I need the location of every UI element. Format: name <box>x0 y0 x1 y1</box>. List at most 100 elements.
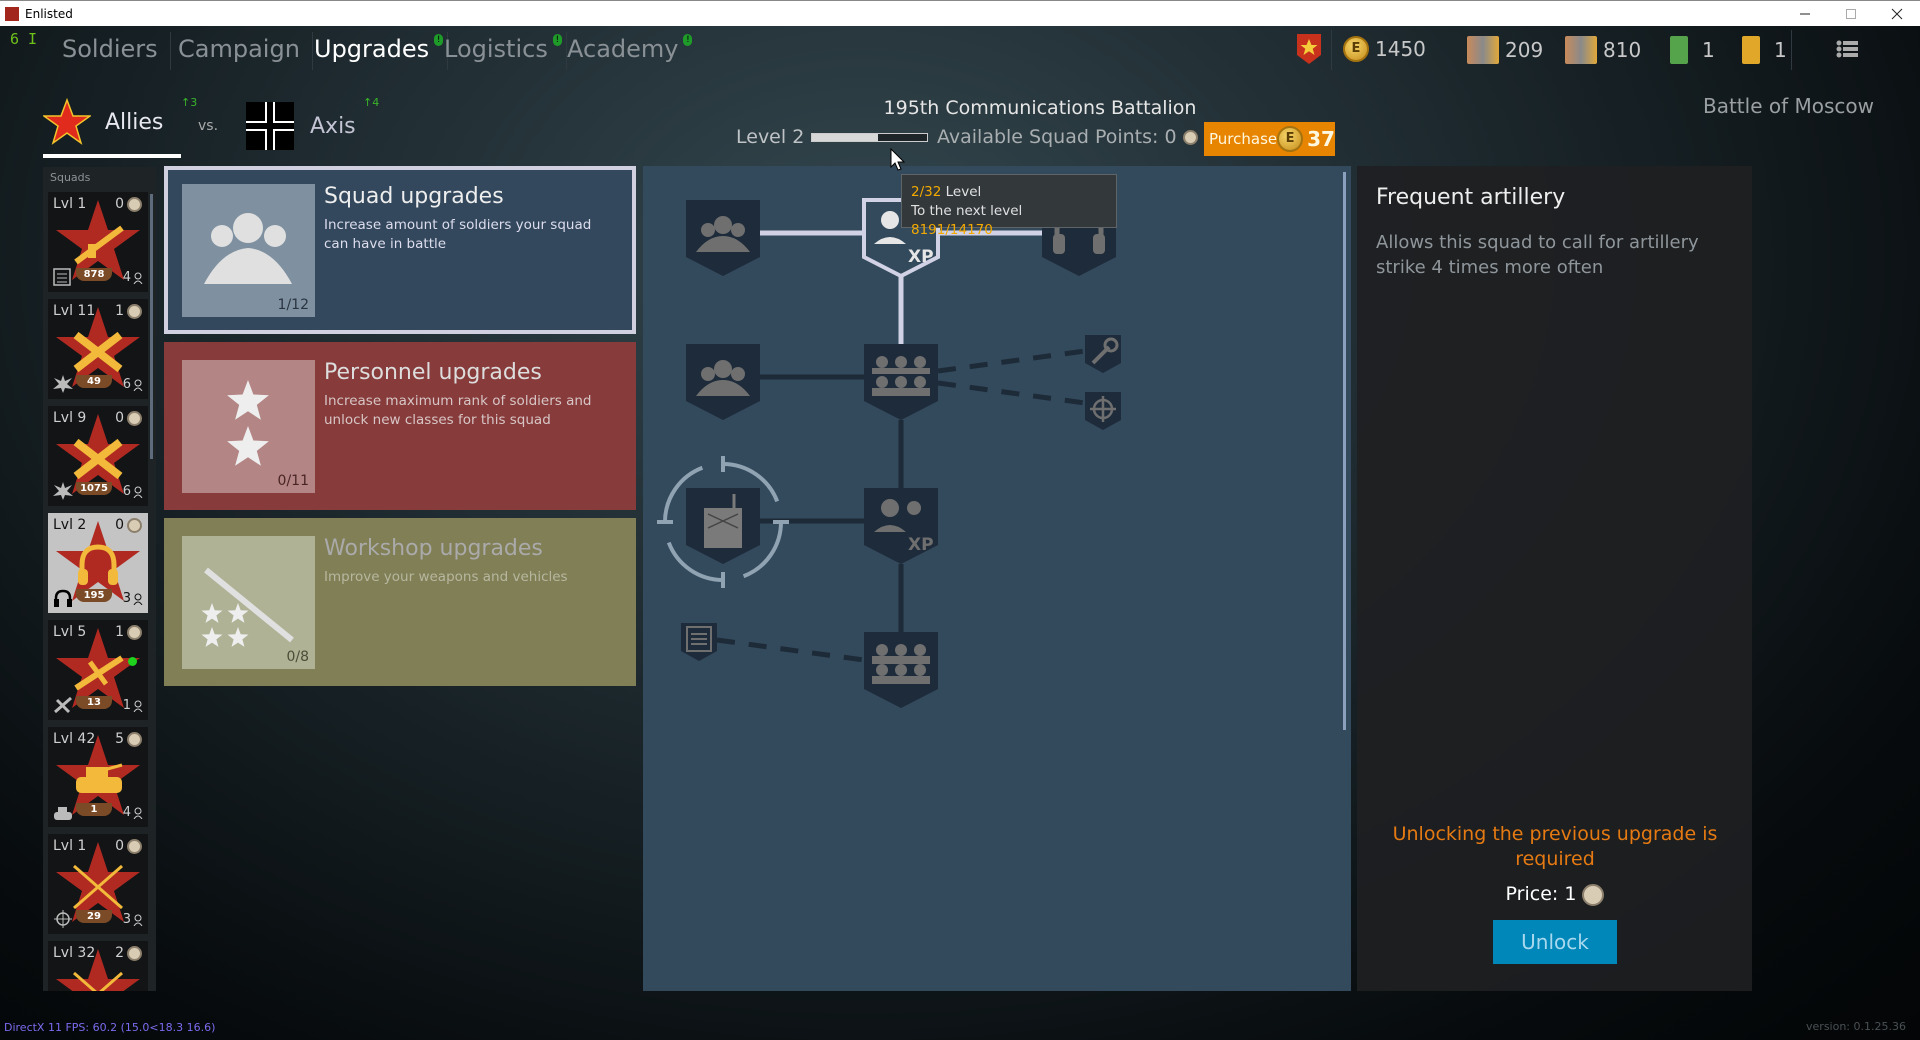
reset-orders-amount: 1 <box>1702 38 1715 62</box>
faction-axis-tab[interactable]: Axis <box>246 102 356 150</box>
allies-upgrade-count: ↑3 <box>181 96 198 109</box>
artillery-emblem-icon <box>70 327 126 379</box>
tab-label: Academy <box>567 35 679 63</box>
category-icon-box: 0/11 <box>182 360 315 493</box>
tooltip-next-label: To the next level <box>911 203 1023 219</box>
level-progress-bar[interactable] <box>811 133 928 142</box>
count-value: 6 <box>122 484 131 499</box>
tree-node-repair[interactable] <box>1085 335 1121 373</box>
tab-academy[interactable]: Academy! <box>555 32 696 70</box>
faction-allies-tab[interactable]: Allies <box>43 98 163 146</box>
squad-card[interactable]: Lvl 1 0 878 4 <box>48 192 148 292</box>
rifles-emblem-icon <box>70 862 126 914</box>
personnel-upgrades-card[interactable]: 0/11 Personnel upgrades Increase maximum… <box>164 342 636 510</box>
document-list-icon <box>686 626 712 652</box>
close-button[interactable] <box>1874 1 1920 27</box>
tree-scrollbar[interactable] <box>1343 172 1346 730</box>
squad-upgrades-card[interactable]: 1/12 Squad upgrades Increase amount of s… <box>164 166 636 334</box>
reset-orders-resource[interactable]: 1 <box>1670 36 1715 64</box>
points-value: 2 <box>115 945 124 961</box>
squad-points: 0 <box>115 196 142 212</box>
headphones-icon <box>53 589 73 611</box>
soldier-orders-resource[interactable]: 810 <box>1565 36 1641 64</box>
tree-node-orders[interactable] <box>681 623 717 661</box>
tree-node-squad-xp-2[interactable]: XP <box>864 488 938 564</box>
minimize-button[interactable] <box>1782 1 1828 27</box>
window-titlebar: Enlisted <box>0 0 1920 26</box>
explosion-icon <box>53 482 73 504</box>
person-icon <box>133 914 143 926</box>
count: 4 <box>372 96 380 109</box>
points-value: 0 <box>115 517 124 533</box>
tab-upgrades[interactable]: Upgrades! <box>302 32 449 70</box>
soldiers-icon <box>182 184 315 321</box>
tooltip-next-value: 8191/14170 <box>911 222 993 238</box>
squad-card[interactable]: Lvl 5 1 13 1 <box>48 620 148 720</box>
axis-upgrade-count: ↑4 <box>363 96 380 109</box>
vehicle-orders-resource[interactable]: 1 <box>1742 36 1787 64</box>
notification-badge: ! <box>683 34 693 46</box>
large-squad-icon <box>872 644 930 684</box>
points-value: 1 <box>115 303 124 319</box>
squads-scrollbar[interactable] <box>150 194 153 459</box>
tab-label: Logistics <box>444 35 548 63</box>
upgrade-title: Frequent artillery <box>1376 185 1566 210</box>
tree-node-squad-size-2[interactable] <box>686 344 760 420</box>
squad-point-icon <box>127 303 142 319</box>
squads-list: Squads Lvl 1 0 878 4 Lvl 11 1 49 6 Lvl 9… <box>43 167 156 991</box>
vehicle-order-icon <box>1742 36 1760 64</box>
soldier-order-icon <box>1565 36 1597 64</box>
fps-counter: DirectX 11 FPS: 60.2 (15.0<18.3 16.6) <box>4 1021 216 1034</box>
squad-level: Lvl 32 <box>53 945 96 961</box>
tab-campaign[interactable]: Campaign <box>166 32 313 70</box>
list-icon <box>53 268 73 290</box>
tab-soldiers[interactable]: Soldiers <box>50 32 171 70</box>
mouse-cursor-icon <box>890 147 906 176</box>
squad-points: Available Squad Points: 0 <box>937 126 1198 148</box>
category-progress: 0/11 <box>277 473 309 489</box>
squads-label: Squads <box>50 171 91 184</box>
red-star-icon <box>56 521 140 605</box>
tab-logistics[interactable]: Logistics! <box>432 32 567 70</box>
tree-node-accuracy[interactable] <box>1085 392 1121 430</box>
rifles-emblem-icon <box>70 969 126 991</box>
soldier-count: 6 <box>123 377 143 392</box>
workshop-upgrades-card[interactable]: 0/8 Workshop upgrades Improve your weapo… <box>164 518 636 686</box>
unlock-button[interactable]: Unlock <box>1493 920 1617 964</box>
squad-card[interactable]: Lvl 2 0 195 3 <box>48 513 148 613</box>
red-star-icon <box>56 200 140 284</box>
squad-card[interactable]: Lvl 9 0 1075 6 <box>48 406 148 506</box>
squad-card[interactable]: Lvl 11 1 49 6 <box>48 299 148 399</box>
squad-name: 195th Communications Battalion <box>883 97 1197 119</box>
rank-stars-icon <box>182 360 315 497</box>
menu-icon[interactable] <box>1836 40 1858 62</box>
points-value: 0 <box>115 410 124 426</box>
large-squad-icon <box>872 356 930 396</box>
points-value: 0 <box>115 838 124 854</box>
tree-node-squad-size-1[interactable] <box>686 200 760 276</box>
rank-badge-icon[interactable] <box>1297 34 1321 68</box>
squad-card[interactable]: Lvl 42 5 1 4 <box>48 727 148 827</box>
tree-node-squad-size-4[interactable] <box>864 632 938 708</box>
tree-node-radio[interactable] <box>686 488 760 564</box>
squad-points: 1 <box>115 624 142 640</box>
points-value: 0 <box>115 196 124 212</box>
squad-card[interactable]: Lvl 1 0 29 3 <box>48 834 148 934</box>
maximize-button[interactable] <box>1828 1 1874 27</box>
purchase-label: Purchase <box>1209 130 1278 148</box>
level-tooltip: 2/32 Level To the next level 8191/14170 <box>901 174 1117 238</box>
app-icon <box>5 6 19 21</box>
squad-level: Lvl 1 <box>53 838 87 854</box>
tree-node-squad-size-3[interactable] <box>864 344 938 420</box>
tank-icon <box>53 803 73 825</box>
window-title: Enlisted <box>25 6 73 21</box>
squad-badge: 195 <box>76 589 112 602</box>
count-value: 3 <box>122 591 131 606</box>
category-description: Increase amount of soldiers your squad c… <box>324 217 592 252</box>
weapon-orders-resource[interactable]: 209 <box>1467 36 1543 64</box>
wrench-icon <box>1091 337 1119 365</box>
squad-points: 0 <box>115 410 142 426</box>
squad-card[interactable]: Lvl 32 2 <box>48 941 148 991</box>
